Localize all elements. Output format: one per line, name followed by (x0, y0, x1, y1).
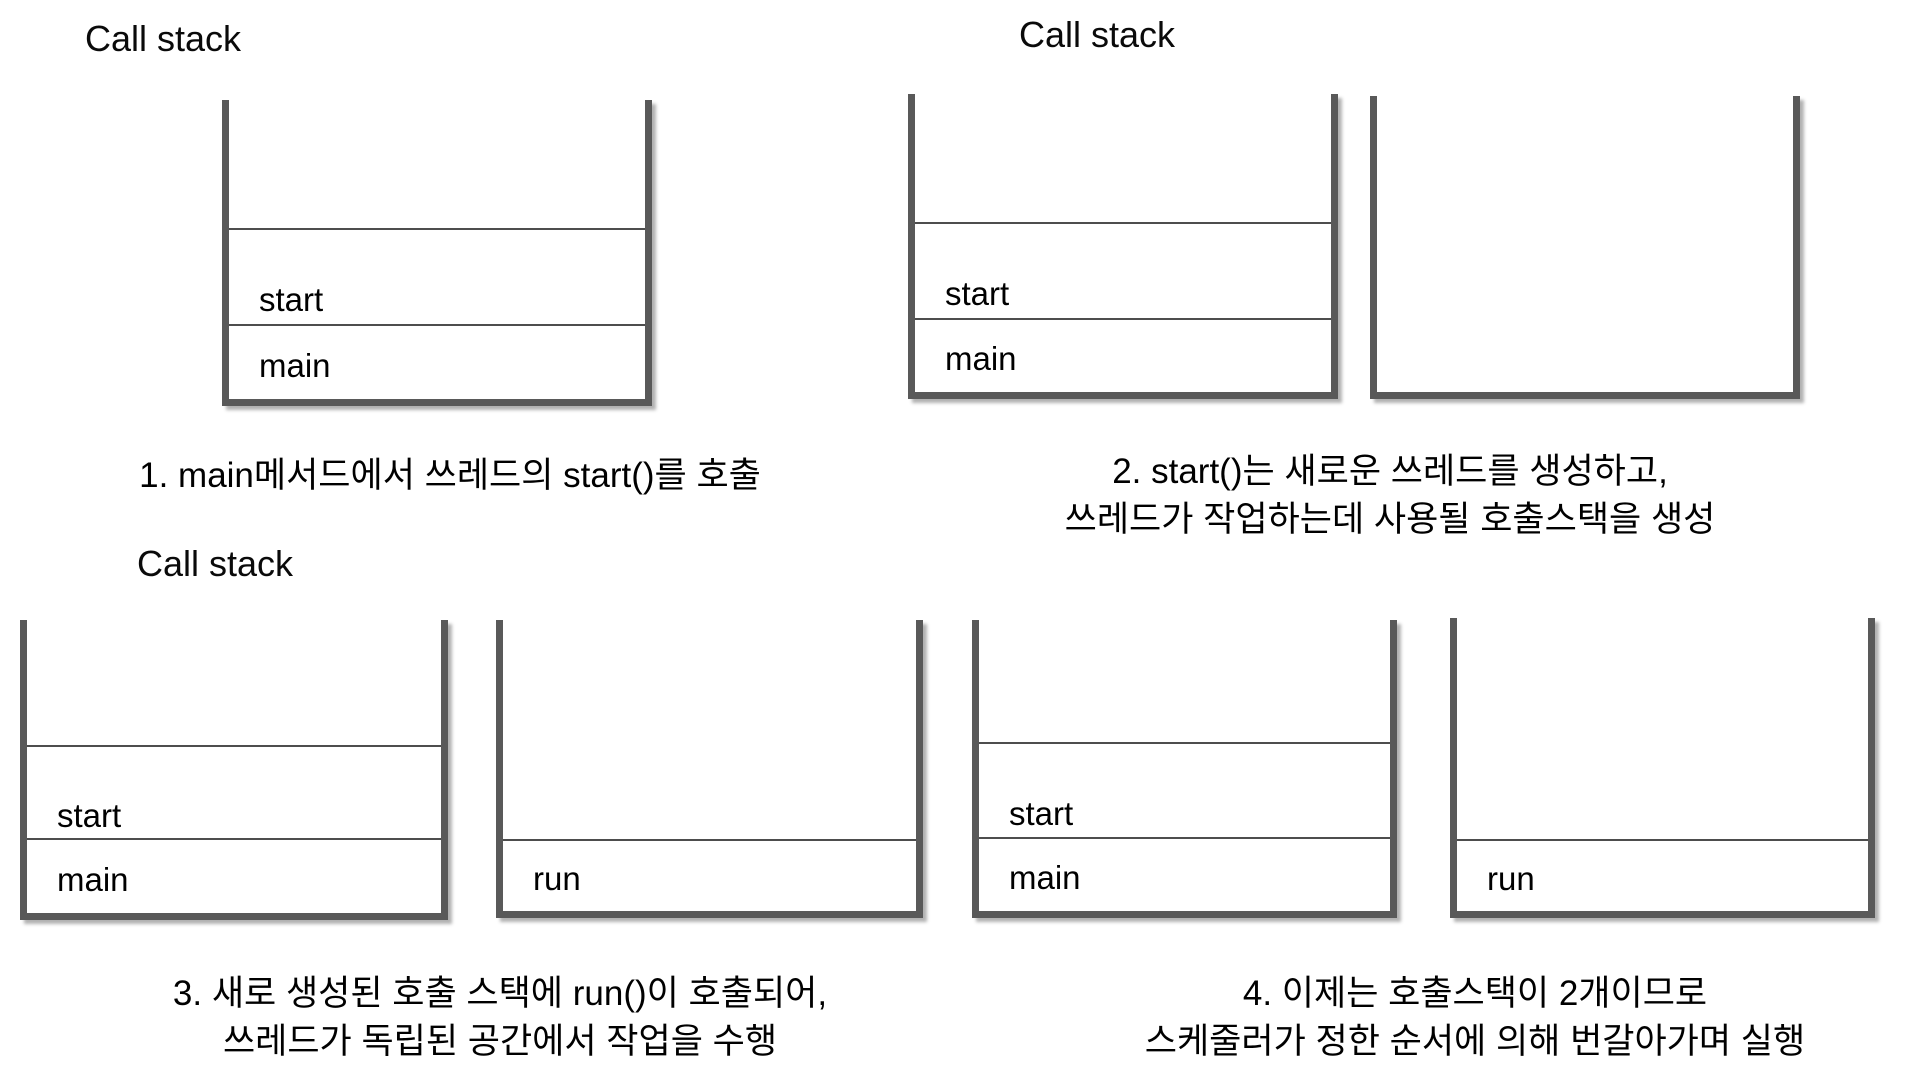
stack-divider (229, 228, 645, 230)
step3-caption-line1: 3. 새로 생성된 호출 스택에 run()이 호출되어, (172, 974, 828, 1013)
step2-new-thread-stack-empty (1370, 96, 1800, 399)
stack-divider (503, 839, 916, 841)
stack-frame-main: main (1009, 859, 1081, 896)
stack-divider (1457, 839, 1868, 841)
stack-frame-start: start (259, 281, 324, 318)
call-stack-title-step3: Call stack (137, 543, 294, 584)
step2-caption: 2. start()는 새로운 쓰레드를 생성하고, 쓰레드가 작업하는데 사용… (980, 448, 1800, 544)
step4-new-thread-stack: run (1450, 618, 1875, 918)
step4-caption-line1: 4. 이제는 호출스택이 2개이므로 (1242, 974, 1708, 1013)
call-stack-title-step2: Call stack (1019, 14, 1176, 55)
stack-frame-main: main (259, 346, 331, 384)
stack-frame-run: run (1487, 860, 1535, 897)
step3-caption: 3. 새로 생성된 호출 스택에 run()이 호출되어, 쓰레드가 독립된 공… (90, 970, 910, 1066)
call-stack-title-step1: Call stack (85, 18, 242, 59)
stack-frame-run: run (533, 860, 581, 897)
step3-new-thread-stack: run (496, 620, 923, 918)
stack-divider (27, 838, 441, 840)
stack-frame-start: start (57, 796, 122, 834)
step2-main-thread-stack: start main (908, 94, 1338, 399)
stack-frame-main: main (945, 340, 1017, 377)
stack-divider (229, 324, 645, 326)
step1-caption-line1: 1. main메서드에서 쓰레드의 start()를 호출 (139, 456, 761, 495)
stack-divider (979, 837, 1390, 839)
step3-caption-line2: 쓰레드가 독립된 공간에서 작업을 수행 (222, 1022, 778, 1061)
stack-frame-start: start (945, 275, 1010, 312)
stack-divider (979, 742, 1390, 744)
step2-caption-line2: 쓰레드가 작업하는데 사용될 호출스택을 생성 (1064, 500, 1716, 539)
stack-divider (915, 318, 1331, 320)
step4-main-thread-stack: start main (972, 620, 1397, 918)
stack-frame-main: main (57, 860, 129, 898)
stack-divider (915, 222, 1331, 224)
step3-main-thread-stack: start main (20, 620, 448, 920)
step4-caption: 4. 이제는 호출스택이 2개이므로 스케줄러가 정한 순서에 의해 번갈아가며… (1040, 970, 1910, 1066)
step2-caption-line1: 2. start()는 새로운 쓰레드를 생성하고, (1112, 452, 1668, 491)
stack-frame-start: start (1009, 794, 1074, 832)
step1-main-thread-stack: start main (222, 100, 652, 406)
step1-caption: 1. main메서드에서 쓰레드의 start()를 호출 (60, 452, 840, 500)
stack-divider (27, 745, 441, 747)
step4-caption-line2: 스케줄러가 정한 순서에 의해 번갈아가며 실행 (1144, 1022, 1806, 1061)
